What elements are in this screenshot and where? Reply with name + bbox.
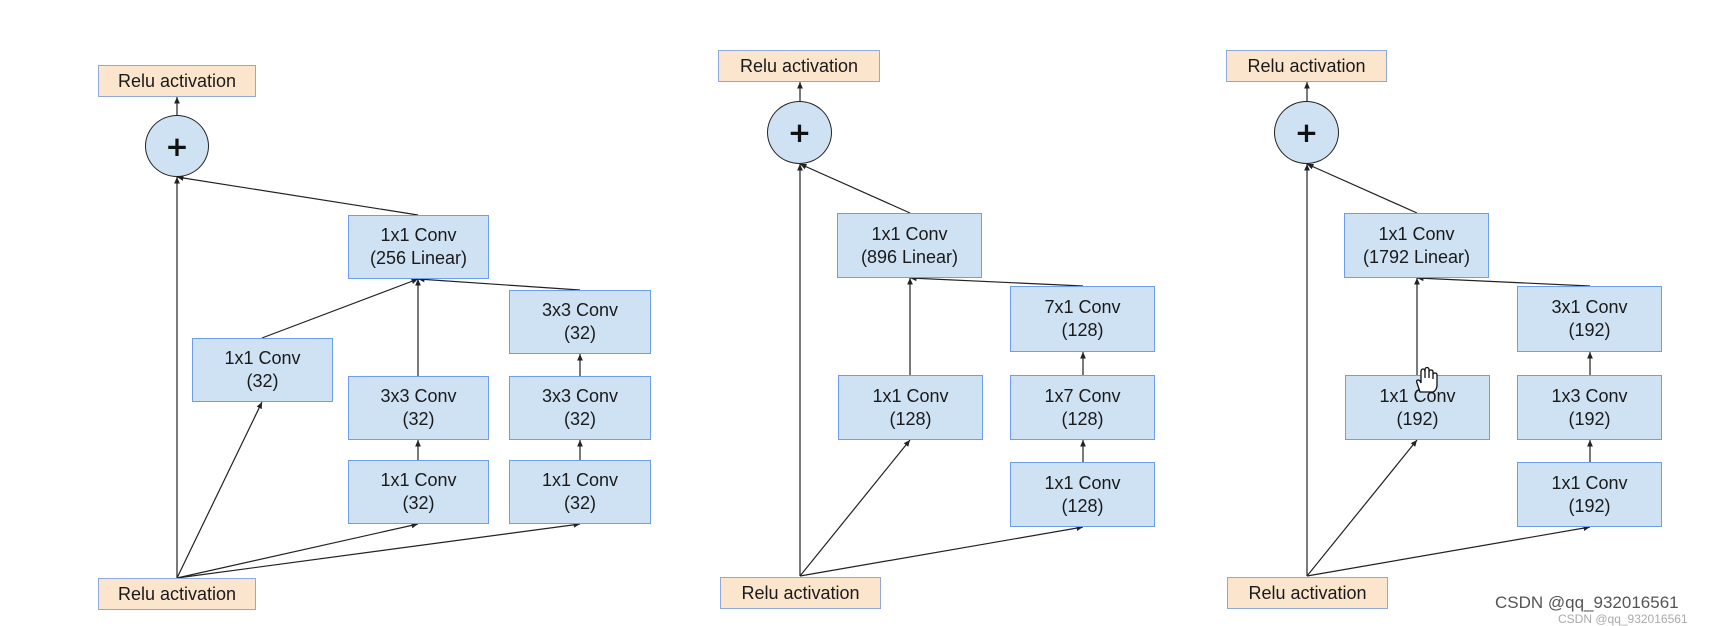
- conv-label: 1x1 Conv: [872, 385, 949, 406]
- conv-label: 1x1 Conv: [1044, 472, 1121, 493]
- watermark-text: CSDN @qq_932016561: [1495, 593, 1679, 612]
- conv-label: 1x1 Conv: [224, 348, 301, 368]
- conv-label: 1x7 Conv: [1044, 385, 1121, 406]
- conv-channels: (1792 Linear): [1362, 246, 1471, 267]
- conv-channels: (192): [1568, 495, 1611, 516]
- relu-activation-bottom: Relu activation: [98, 578, 256, 610]
- branch2-top-conv-box: 3x3 Conv (32): [348, 376, 489, 440]
- plus-symbol: +: [787, 116, 812, 149]
- conv-label: 3x3 Conv: [380, 386, 457, 406]
- hand-cursor-icon: [1416, 366, 1438, 393]
- relu-activation-top: Relu activation: [98, 65, 256, 97]
- conv-label: 1x1 Conv: [1378, 223, 1455, 244]
- conv-channels: (32): [246, 371, 279, 391]
- branch3-bottom-conv-box: 1x1 Conv (32): [509, 460, 651, 524]
- branch3-top-conv-box: 3x3 Conv (32): [509, 290, 651, 354]
- linear-conv-box: 1x1 Conv(1792 Linear): [1344, 213, 1489, 278]
- conv-label: 1x1 Conv: [871, 223, 948, 244]
- conv-channels: (192): [1568, 320, 1611, 340]
- addition-node: +: [145, 115, 209, 177]
- branch2-mid-conv-box: 1x3 Conv(192): [1517, 375, 1662, 440]
- watermark-faint-text: CSDN @qq_932016561: [1558, 612, 1688, 626]
- conv-channels: (32): [563, 493, 596, 513]
- conv-label: 3x3 Conv: [541, 386, 619, 406]
- linear-conv-box: 1x1 Conv (256 Linear): [348, 215, 489, 279]
- plus-symbol: +: [165, 129, 189, 163]
- branch2-top-conv-box: 7x1 Conv (128): [1010, 286, 1155, 352]
- conv-channels: (896 Linear): [860, 246, 959, 267]
- conv-channels: (128): [1061, 495, 1104, 516]
- relu-activation-bottom: Relu activation: [720, 577, 881, 609]
- branch2-bottom-conv-box: 1x1 Conv (32): [348, 460, 489, 524]
- conv-label: 1x3 Conv: [1551, 385, 1628, 406]
- relu-activation-top: Relu activation: [1226, 50, 1387, 82]
- branch1-conv-box: 1x1 Conv(128): [838, 375, 983, 440]
- conv-label: 3x1 Conv: [1551, 297, 1628, 317]
- branch2-top-conv-box: 3x1 Conv (192): [1517, 286, 1662, 352]
- conv-channels: (192): [1396, 408, 1439, 429]
- branch3-mid-conv-box: 3x3 Conv (32): [509, 376, 651, 440]
- conv-channels: (128): [1061, 408, 1104, 429]
- relu-activation-bottom: Relu activation: [1227, 577, 1388, 609]
- conv-label: 1x1 Conv: [1379, 385, 1456, 406]
- relu-label: Relu activation: [117, 70, 237, 91]
- linear-conv-box: 1x1 Conv(896 Linear): [837, 213, 982, 278]
- branch1-conv-box: 1x1 Conv (32): [192, 338, 333, 402]
- conv-channels: (32): [402, 409, 435, 429]
- conv-label: 1x1 Conv: [380, 470, 457, 490]
- branch2-bottom-conv-box: 1x1 Conv(192): [1517, 462, 1662, 527]
- conv-channels: (128): [1061, 320, 1104, 340]
- conv-channels: (256 Linear): [369, 248, 468, 268]
- conv-label: 1x1 Conv: [380, 225, 457, 245]
- conv-channels: (192): [1568, 408, 1611, 429]
- conv-label: 1x1 Conv: [1551, 472, 1628, 493]
- conv-channels: (32): [563, 409, 596, 429]
- relu-label: Relu activation: [117, 583, 237, 604]
- conv-channels: (128): [889, 408, 932, 429]
- branch2-mid-conv-box: 1x7 Conv(128): [1010, 375, 1155, 440]
- conv-label: 1x1 Conv: [541, 470, 619, 490]
- branch2-bottom-conv-box: 1x1 Conv(128): [1010, 462, 1155, 527]
- conv-label: 7x1 Conv: [1044, 297, 1121, 317]
- conv-channels: (32): [402, 493, 435, 513]
- relu-label: Relu activation: [1247, 55, 1366, 76]
- relu-label: Relu activation: [741, 582, 860, 603]
- relu-label: Relu activation: [739, 55, 859, 76]
- plus-symbol: +: [1294, 116, 1319, 149]
- addition-node: +: [1274, 101, 1339, 164]
- relu-activation-top: Relu activation: [718, 50, 880, 82]
- relu-label: Relu activation: [1248, 582, 1367, 603]
- addition-node: +: [767, 101, 832, 164]
- conv-channels: (32): [563, 323, 596, 343]
- conv-label: 3x3 Conv: [541, 300, 619, 320]
